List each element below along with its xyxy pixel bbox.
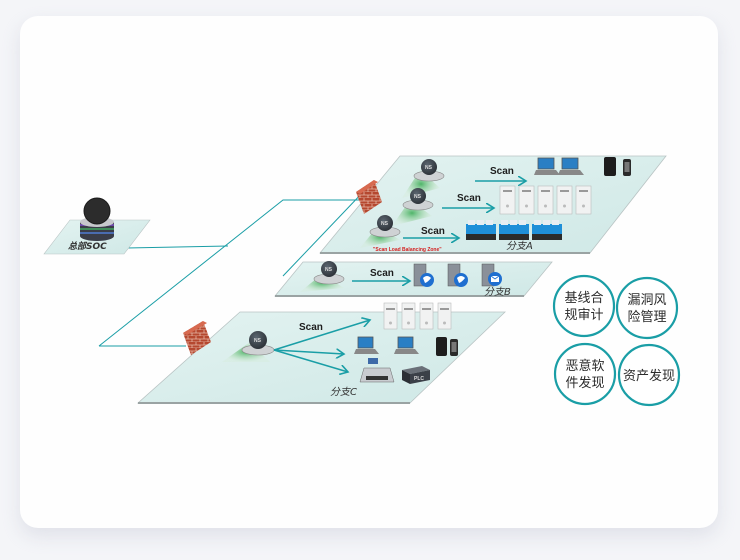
- branch-b[interactable]: NS Scan 分支B: [274, 261, 553, 298]
- mobile-device-icons: [436, 337, 458, 356]
- link-hq-to-junction: [126, 245, 229, 249]
- firewall-a-icon: [356, 180, 382, 214]
- link-to-branch-b: [282, 189, 366, 277]
- svg-text:NS: NS: [325, 267, 333, 273]
- svg-text:NS: NS: [414, 194, 422, 200]
- ns-scanner-icon: [377, 215, 393, 231]
- laptop-icons: [354, 336, 419, 354]
- firewall-c-icon: [183, 321, 211, 355]
- branch-c-label: 分支C: [330, 386, 357, 398]
- hq-server-stack-icon: [80, 197, 114, 241]
- link-to-branch-a: [98, 199, 362, 347]
- svg-text:规审计: 规审计: [564, 308, 603, 323]
- branch-a[interactable]: NS Scan NS Scan NS Scan "Scan Load Balan…: [319, 155, 667, 254]
- svg-text:件发现: 件发现: [565, 375, 604, 391]
- branch-a-label: 分支A: [506, 240, 533, 252]
- scan-label: Scan: [299, 322, 323, 333]
- scan-label: Scan: [421, 226, 445, 237]
- scanner-b1[interactable]: NS Scan: [300, 261, 410, 292]
- svg-text:NS: NS: [425, 165, 433, 171]
- capability-vulnerability-risk-management[interactable]: 漏洞风 险管理: [615, 276, 679, 340]
- branch-c[interactable]: NS Scan PLC: [136, 302, 506, 404]
- vmware-esx-icons: [466, 220, 562, 240]
- server-icons: [383, 302, 452, 330]
- svg-text:恶意软: 恶意软: [565, 358, 604, 374]
- branch-b-label: 分支B: [484, 286, 511, 298]
- svg-text:NS: NS: [381, 221, 389, 227]
- mail-server-icon: [481, 263, 502, 287]
- plc-icon: PLC: [402, 366, 430, 384]
- capability-malware-discovery[interactable]: 恶意软 件发现: [553, 342, 617, 406]
- ns-scanner-icon: [410, 188, 426, 204]
- connection-lines: [98, 189, 366, 347]
- scanner-a2[interactable]: NS Scan: [392, 188, 494, 226]
- svg-text:基线合: 基线合: [564, 291, 603, 306]
- hq-label: 总部SOC: [68, 241, 107, 252]
- svg-text:资产发现: 资产发现: [623, 368, 675, 384]
- capability-asset-discovery[interactable]: 资产发现: [617, 343, 681, 407]
- scanner-a1[interactable]: NS Scan: [402, 159, 526, 198]
- capabilities: 基线合 规审计 漏洞风 险管理 恶意软 件发现 资产发现: [552, 274, 681, 407]
- svg-text:NS: NS: [254, 338, 262, 344]
- industrial-controller-icon: [359, 358, 395, 383]
- scan-label: Scan: [370, 268, 394, 279]
- server-icons: [499, 185, 592, 215]
- scanner-c1[interactable]: NS Scan: [222, 320, 370, 372]
- capability-baseline-compliance-audit[interactable]: 基线合 规审计: [552, 274, 616, 338]
- ns-scanner-icon: [321, 261, 337, 277]
- svg-text:漏洞风: 漏洞风: [627, 292, 666, 308]
- scanner-a3[interactable]: NS Scan "Scan Load Balancing Zone": [360, 215, 459, 253]
- laptop-icons: [534, 157, 584, 175]
- svg-text:PLC: PLC: [414, 376, 424, 382]
- mobile-device-icons: [604, 157, 631, 176]
- ns-scanner-icon: [249, 331, 267, 349]
- ns-scanner-icon: [421, 159, 437, 175]
- scan-label: Scan: [490, 166, 514, 177]
- scan-label: Scan: [457, 193, 481, 204]
- web-server-icons: [413, 263, 468, 287]
- scan-load-balancing-zone-label: "Scan Load Balancing Zone": [373, 247, 442, 253]
- svg-text:险管理: 险管理: [627, 310, 666, 325]
- hq-soc[interactable]: 总部SOC: [43, 197, 151, 255]
